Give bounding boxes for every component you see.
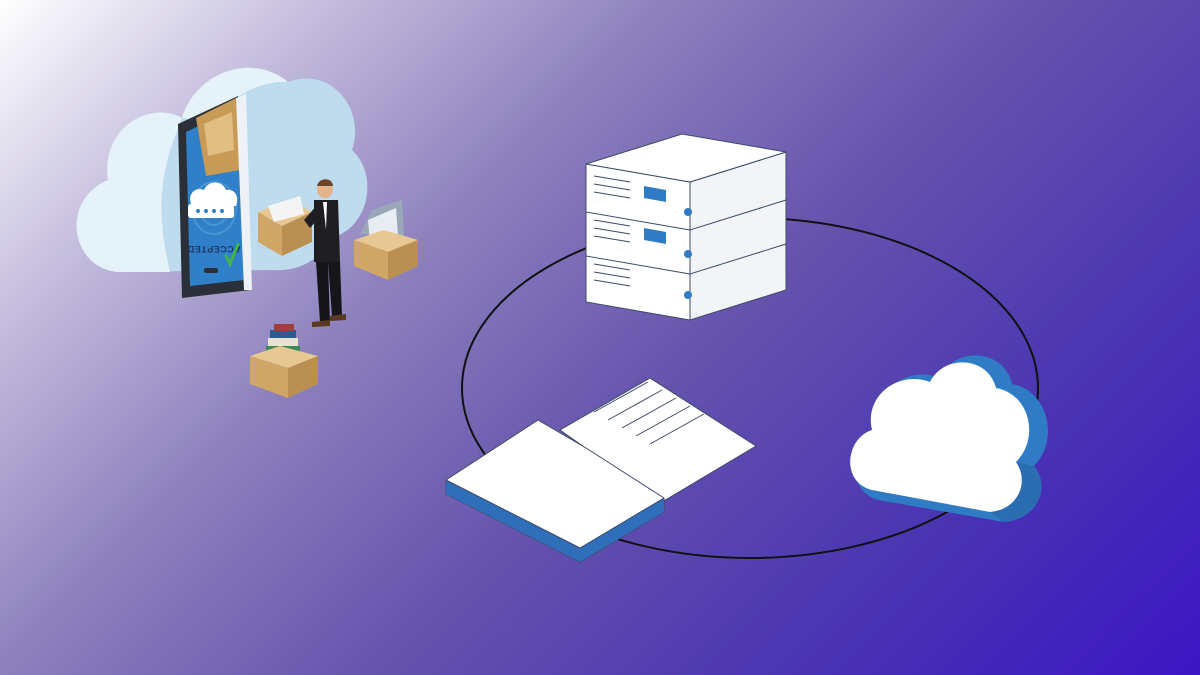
cardboard-box-icon <box>250 324 318 398</box>
cardboard-box-icon <box>354 200 418 280</box>
accepted-status-text: ACCEPTED <box>187 244 241 254</box>
cloud-lock-icon <box>188 182 238 218</box>
person-icon <box>304 179 346 327</box>
cloud-outline-icon <box>850 355 1048 522</box>
cardboard-box-icon <box>258 196 312 256</box>
server-rack-icon <box>585 133 787 399</box>
folder-icon <box>445 377 757 563</box>
smartphone-icon: ACCEPTED <box>178 94 252 298</box>
